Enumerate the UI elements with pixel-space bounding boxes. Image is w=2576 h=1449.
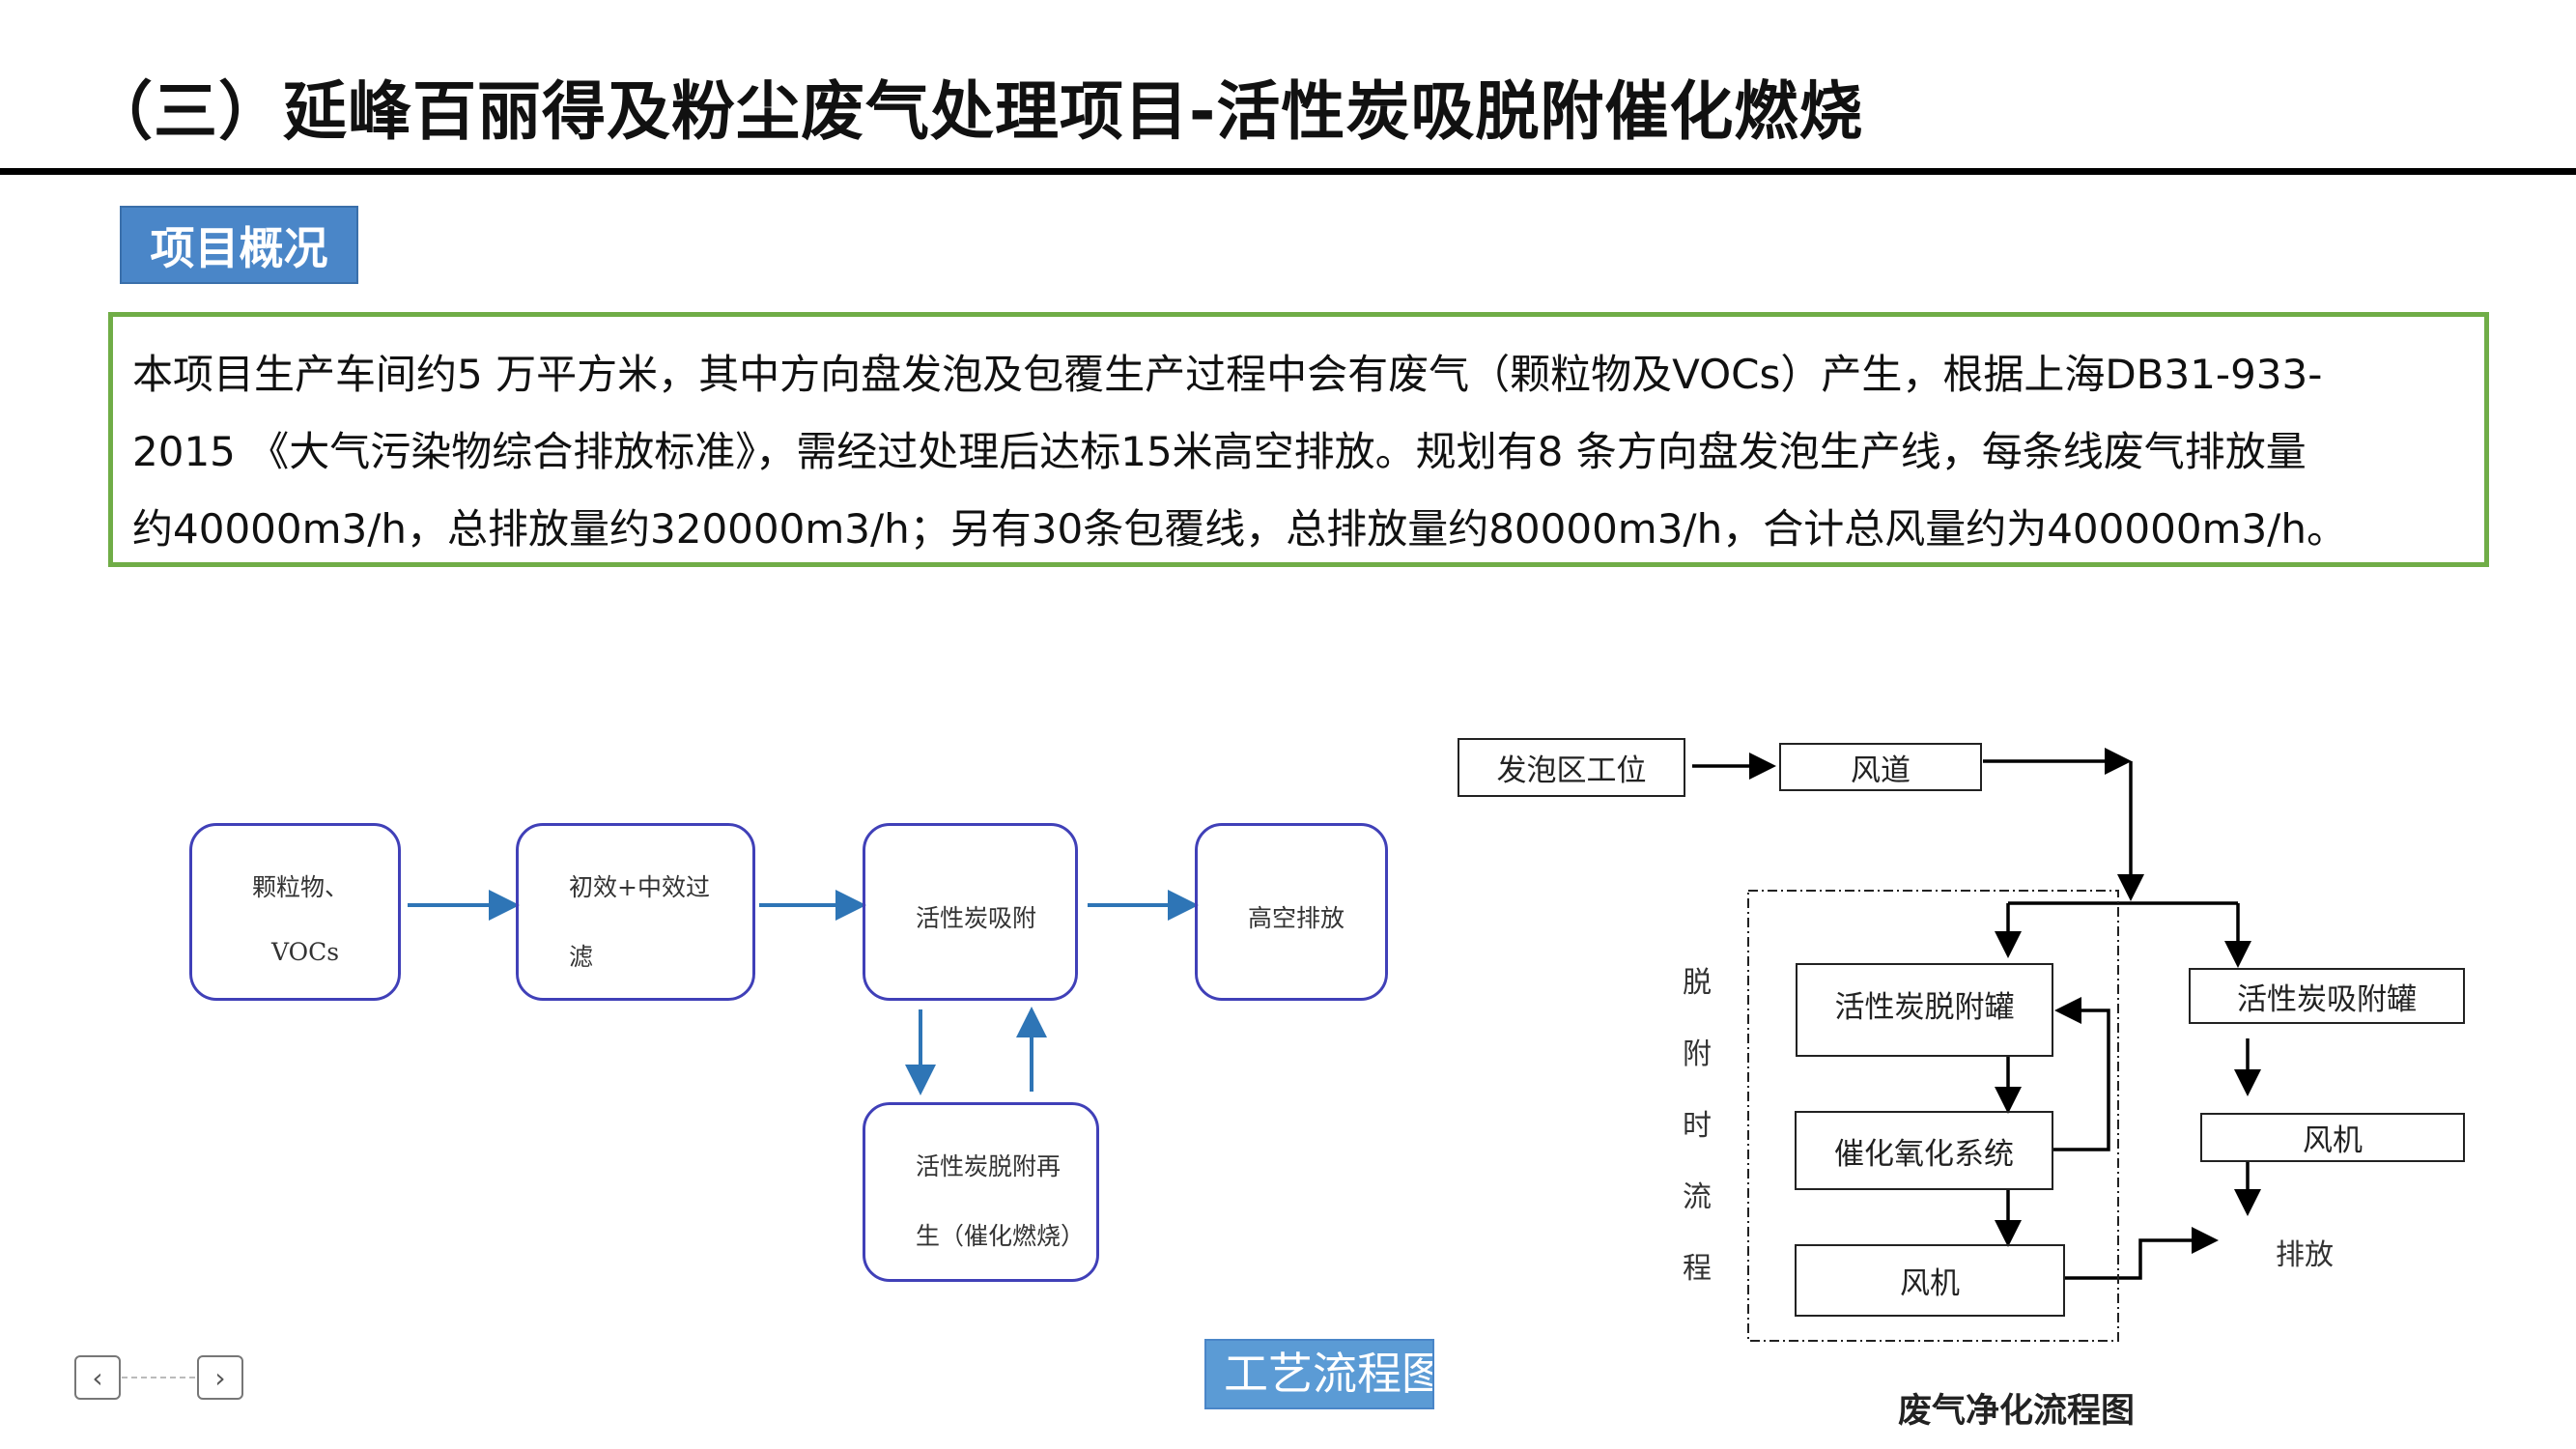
summary-line: 本项目生产车间约5 万平方米，其中方向盘发泡及包覆生产过程中会有废气（颗粒物及V…	[132, 351, 2323, 398]
nav-divider	[122, 1377, 195, 1378]
process-flow-tab[interactable]: 工艺流程图	[1204, 1339, 1434, 1409]
side-label-char: 脱	[1683, 966, 1712, 1000]
flow-box-filter: 初效+中效过 滤	[516, 823, 755, 1001]
box-text: 生（催化燃烧）	[916, 1222, 1086, 1250]
title-divider	[0, 168, 2576, 175]
summary-line: 2015 《大气污染物综合排放标准》，需经过处理后达标15米高空排放。规划有8 …	[132, 428, 2307, 475]
side-label-char: 附	[1683, 1037, 1712, 1071]
fan-box-right: 风机	[2200, 1113, 2465, 1162]
diagram-caption: 废气净化流程图	[1898, 1391, 2136, 1431]
flow-box-adsorption: 活性炭吸附	[863, 823, 1078, 1001]
discharge-label: 排放	[2276, 1238, 2334, 1272]
summary-line: 约40000m3/h，总排放量约320000m3/h；另有30条包覆线，总排放量…	[132, 505, 2347, 553]
fan-box-left: 风机	[1795, 1244, 2065, 1317]
project-summary: 本项目生产车间约5 万平方米，其中方向盘发泡及包覆生产过程中会有废气（颗粒物及V…	[108, 312, 2489, 567]
side-label-char: 程	[1683, 1252, 1712, 1286]
box-text: 活性炭吸附	[916, 904, 1037, 932]
chevron-left-icon: ‹	[92, 1361, 103, 1394]
desorption-tank-box: 活性炭脱附罐	[1796, 963, 2053, 1057]
box-text: 活性炭脱附再	[916, 1152, 1062, 1180]
catalytic-oxidation-box: 催化氧化系统	[1795, 1111, 2053, 1190]
box-text: 颗粒物、	[252, 873, 350, 901]
section-badge: 项目概况	[120, 206, 358, 284]
desorption-boundary	[1747, 890, 2119, 1342]
flow-box-discharge: 高空排放	[1195, 823, 1388, 1001]
duct-box: 风道	[1779, 743, 1982, 791]
box-text: VOCs	[271, 938, 340, 966]
page-title: （三）延峰百丽得及粉尘废气处理项目-活性炭吸脱附催化燃烧	[89, 74, 1864, 149]
box-text: 初效+中效过	[569, 873, 710, 901]
side-label-char: 时	[1683, 1109, 1712, 1143]
flow-box-particulates: 颗粒物、 VOCs	[189, 823, 401, 1001]
prev-button[interactable]: ‹	[74, 1355, 121, 1400]
side-label-char: 流	[1683, 1180, 1712, 1214]
source-box: 发泡区工位	[1458, 738, 1685, 797]
adsorption-tank-box: 活性炭吸附罐	[2189, 968, 2465, 1024]
chevron-right-icon: ›	[214, 1361, 226, 1394]
flow-box-regeneration: 活性炭脱附再 生（催化燃烧）	[863, 1102, 1099, 1282]
next-button[interactable]: ›	[197, 1355, 243, 1400]
box-text: 滤	[569, 943, 594, 971]
box-text: 高空排放	[1248, 904, 1345, 932]
